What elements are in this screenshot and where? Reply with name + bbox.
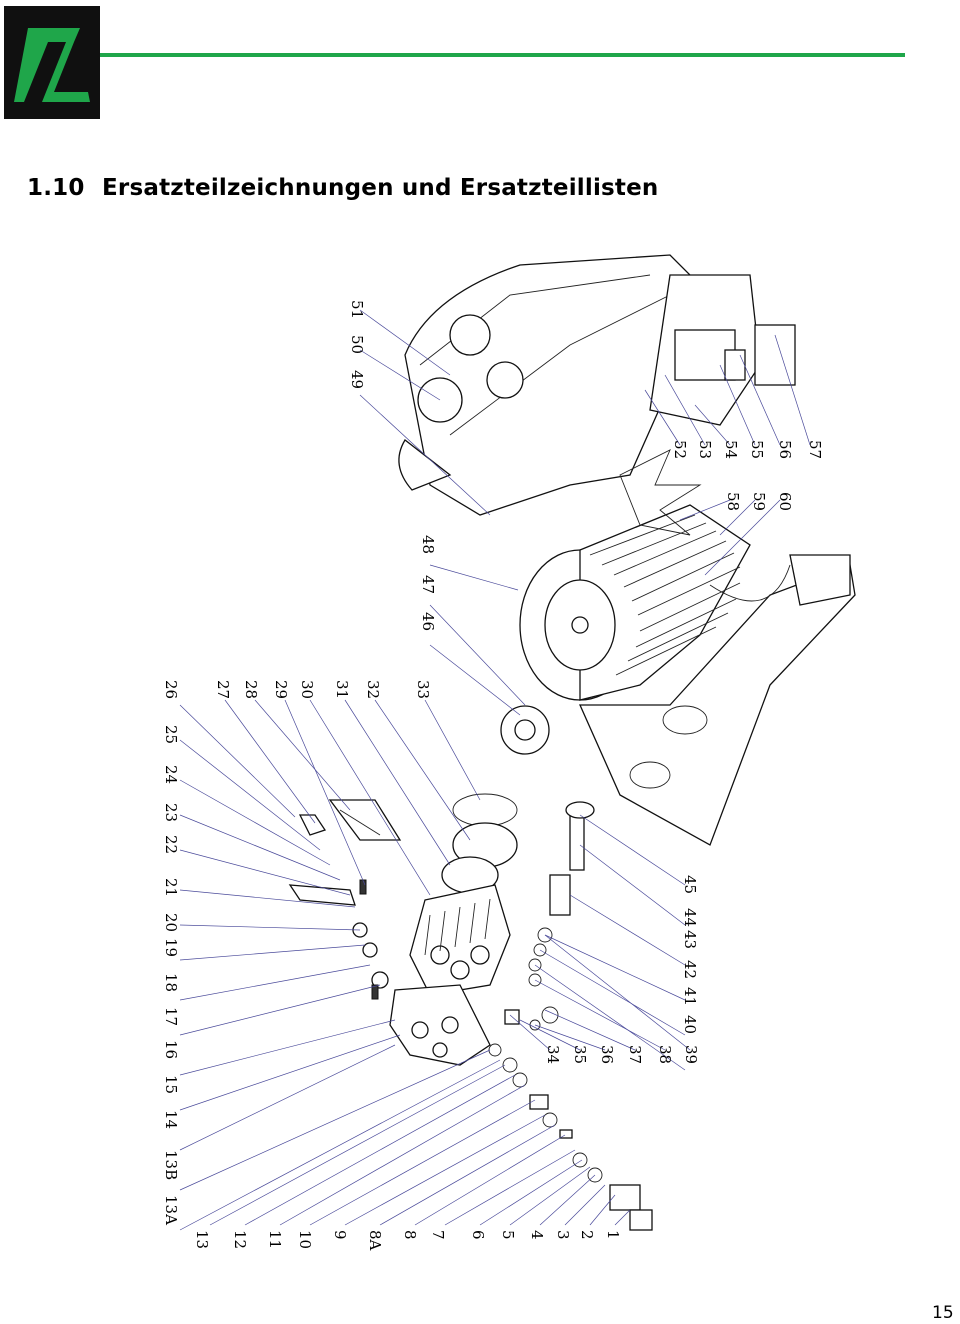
callout-topright-0: 52 (671, 440, 689, 459)
callout-bottom-1: 12 (231, 1230, 249, 1249)
callout-middle-3: 30 (298, 680, 316, 699)
callout-topright-4: 56 (776, 440, 794, 459)
callout-pump-4: 38 (656, 1045, 674, 1064)
zipper-z-logo-icon (4, 6, 100, 119)
callout-pump-1: 35 (571, 1045, 589, 1064)
callout-bottom-11: 3 (554, 1230, 572, 1240)
callout-left-7: 19 (162, 938, 180, 957)
callout-bottom-13: 1 (604, 1230, 622, 1240)
brand-logo (4, 6, 100, 119)
callout-topleft-2: 49 (348, 370, 366, 389)
callout-motor-2: 46 (419, 612, 437, 631)
callout-bottom-5: 8A (366, 1230, 384, 1251)
callout-middle-4: 31 (333, 680, 351, 699)
callout-left-2: 24 (162, 765, 180, 784)
callout-left-3: 23 (162, 803, 180, 822)
callout-middle-1: 28 (242, 680, 260, 699)
leader-lines (179, 309, 811, 1231)
page-number: 15 (932, 1303, 954, 1323)
callout-bottom-4: 9 (331, 1230, 349, 1240)
callout-bottom-3: 10 (296, 1230, 314, 1249)
callout-right-4: 41 (681, 987, 699, 1006)
callout-bottom-10: 4 (528, 1230, 546, 1240)
callout-left-6: 20 (162, 913, 180, 932)
callout-left-13: 13B (162, 1150, 180, 1180)
callout-pump-2: 36 (598, 1045, 616, 1064)
callout-left-11: 15 (162, 1075, 180, 1094)
callout-topright-1: 53 (696, 440, 714, 459)
callout-topright-2: 54 (722, 440, 740, 459)
callout-middle-0: 27 (214, 680, 232, 699)
header-rule (100, 53, 905, 57)
callout-left-1: 25 (162, 725, 180, 744)
section-heading: 1.10 Ersatzteilzeichnungen und Ersatzteil… (27, 175, 659, 201)
callout-left-0: 26 (162, 680, 180, 699)
section-number: 1.10 (27, 175, 85, 201)
exploded-parts-drawing: 26 25 24 23 22 21 20 19 18 17 16 15 14 1… (150, 235, 870, 1265)
callout-bottom-9: 5 (499, 1230, 517, 1240)
section-title-text: Ersatzteilzeichnungen und Ersatzteillist… (102, 175, 659, 201)
callout-left-5: 21 (162, 878, 180, 897)
callout-motor-1: 47 (419, 575, 437, 594)
callout-left-10: 16 (162, 1040, 180, 1059)
callout-left-14: 13A (162, 1195, 180, 1225)
callout-pump-5: 39 (682, 1045, 700, 1064)
callout-fan-2: 60 (776, 492, 794, 511)
callout-fan-1: 59 (750, 492, 768, 511)
callout-bottom-0: 13 (193, 1230, 211, 1249)
parts-linework (288, 254, 856, 1231)
callout-pump-3: 37 (626, 1045, 644, 1064)
callout-bottom-2: 11 (266, 1230, 284, 1249)
callout-topright-5: 57 (806, 440, 824, 459)
callout-right-0: 45 (681, 875, 699, 894)
callout-topright-3: 55 (748, 440, 766, 459)
callout-left-4: 22 (162, 835, 180, 854)
callout-motor-0: 48 (419, 535, 437, 554)
callout-left-8: 18 (162, 973, 180, 992)
callout-topleft-1: 50 (348, 335, 366, 354)
callout-bottom-8: 6 (469, 1230, 487, 1240)
callout-middle-6: 33 (414, 680, 432, 699)
callout-right-3: 42 (681, 960, 699, 979)
callout-left-9: 17 (162, 1007, 180, 1026)
callout-bottom-6: 8 (401, 1230, 419, 1240)
callout-middle-2: 29 (272, 680, 290, 699)
callout-middle-5: 32 (364, 680, 382, 699)
callout-pump-0: 34 (544, 1045, 562, 1064)
callout-right-2: 43 (681, 930, 699, 949)
callout-bottom-12: 2 (578, 1230, 596, 1240)
callout-bottom-7: 7 (429, 1230, 447, 1240)
callout-right-5: 40 (681, 1015, 699, 1034)
callout-right-1: 44 (681, 908, 699, 927)
callout-left-12: 14 (162, 1110, 180, 1129)
callout-fan-0: 58 (724, 492, 742, 511)
callout-topleft-0: 51 (348, 300, 366, 319)
